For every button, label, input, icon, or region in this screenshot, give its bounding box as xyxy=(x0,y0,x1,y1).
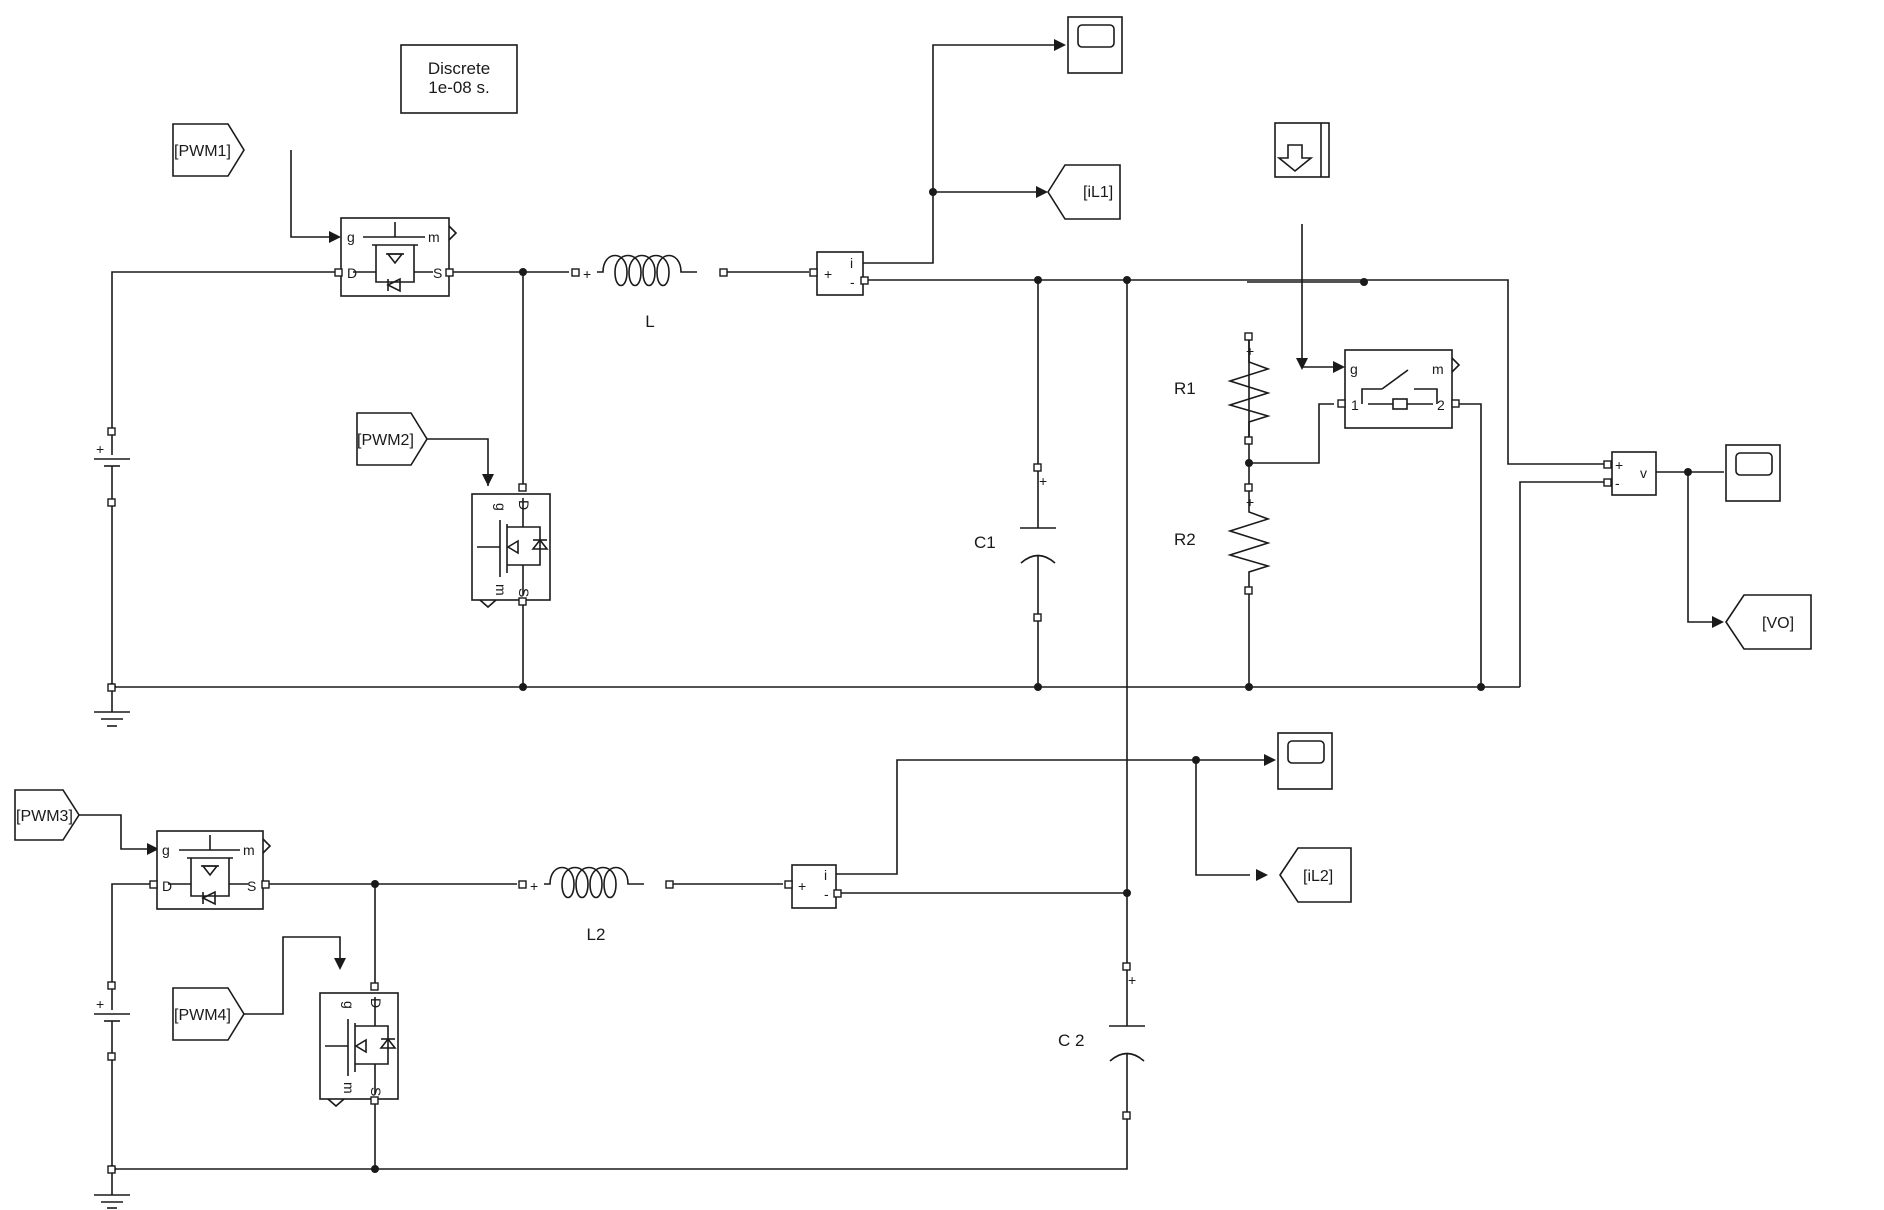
mosfet-1-source-port: S xyxy=(433,265,442,281)
goto-tag-vo[interactable]: [VO] xyxy=(1725,594,1812,650)
mosfet-3[interactable]: g m D S xyxy=(149,830,272,910)
inductor-L2-label: L2 xyxy=(587,925,606,944)
from-tag-pwm2-label: [PWM2] xyxy=(357,432,414,449)
mosfet-1-gate-port: g xyxy=(347,229,355,245)
voltage-meas-v: v xyxy=(1640,465,1647,481)
scope-il2[interactable] xyxy=(1277,732,1333,790)
mosfet-2-drain-port: D xyxy=(516,500,532,510)
solver-step-text: 1e-08 s. xyxy=(428,78,489,97)
step-source-block[interactable] xyxy=(1274,122,1330,178)
res-R2-plus: + xyxy=(1246,494,1254,510)
goto-tag-vo-label: [VO] xyxy=(1762,615,1794,632)
capacitor-C2[interactable]: + C 2 xyxy=(1058,962,1145,1120)
dc-source-1-plus: + xyxy=(96,441,104,457)
mosfet-3-source-port: S xyxy=(247,878,256,894)
wires xyxy=(79,44,1724,1185)
from-tag-pwm4[interactable]: [PWM4] xyxy=(172,987,245,1041)
voltage-meas-plus: + xyxy=(1615,457,1623,473)
mosfet-1-m-port: m xyxy=(428,229,440,245)
mosfet-2-m-port: m xyxy=(493,584,509,596)
from-tag-pwm1-label: [PWM1] xyxy=(174,143,231,160)
inductor-L-plus: + xyxy=(583,266,591,282)
dc-voltage-source-2[interactable]: + xyxy=(94,981,130,1061)
switch-port-1: 1 xyxy=(1351,397,1359,413)
from-tag-pwm3[interactable]: [PWM3] xyxy=(14,789,80,841)
wire-arrows xyxy=(147,39,1724,970)
dc-source-2-plus: + xyxy=(96,996,104,1012)
from-tag-pwm2[interactable]: [PWM2] xyxy=(356,412,428,466)
from-tag-pwm4-label: [PWM4] xyxy=(174,1007,231,1024)
voltage-measurement[interactable]: + - v xyxy=(1603,451,1657,496)
res-R1-plus: + xyxy=(1246,343,1254,359)
mosfet-4-drain-port: D xyxy=(368,998,384,1008)
current-meas-1-plus: + xyxy=(824,266,832,282)
mosfet-4[interactable]: g D m S xyxy=(319,982,399,1108)
junction-dots xyxy=(108,188,1692,1173)
scope-il1[interactable] xyxy=(1067,16,1123,74)
ground-2 xyxy=(94,1165,130,1209)
inductor-L2-plus: + xyxy=(530,878,538,894)
mosfet-2-gate-port: g xyxy=(493,503,509,511)
mosfet-2-source-port: S xyxy=(516,588,532,597)
mosfet-1[interactable]: g m D S xyxy=(334,217,458,297)
solver-type-text: Discrete xyxy=(428,59,490,78)
capacitor-C1-label: C1 xyxy=(974,533,996,552)
cap-C2-plus: + xyxy=(1128,972,1136,988)
from-tag-pwm1[interactable]: [PWM1] xyxy=(172,123,245,177)
resistor-R1[interactable]: + R1 xyxy=(1174,332,1271,445)
capacitor-C2-label: C 2 xyxy=(1058,1031,1084,1050)
resistor-R2-label: R2 xyxy=(1174,530,1196,549)
mosfet-4-gate-port: g xyxy=(341,1001,357,1009)
current-meas-2-plus: + xyxy=(798,878,806,894)
mosfet-3-m-port: m xyxy=(243,842,255,858)
inductor-L[interactable]: + L xyxy=(571,254,728,332)
cap-C1-plus: + xyxy=(1039,473,1047,489)
mosfet-3-gate-port: g xyxy=(162,842,170,858)
switch-m-port: m xyxy=(1432,361,1444,377)
powergui-solver-block[interactable]: Discrete 1e-08 s. xyxy=(400,44,518,114)
ideal-switch[interactable]: g m 1 2 xyxy=(1337,349,1461,429)
switch-gate-port: g xyxy=(1350,361,1358,377)
scope-vo[interactable] xyxy=(1725,444,1781,502)
dc-voltage-source-1[interactable]: + xyxy=(94,427,130,507)
from-tag-pwm3-label: [PWM3] xyxy=(16,808,73,825)
ground-1 xyxy=(94,683,130,727)
resistor-R2[interactable]: + R2 xyxy=(1174,483,1271,595)
mosfet-2[interactable]: g D m S xyxy=(471,483,551,609)
current-meas-2-i: i xyxy=(824,867,827,883)
goto-tag-il2-label: [iL2] xyxy=(1303,868,1333,885)
switch-port-2: 2 xyxy=(1437,397,1445,413)
current-measurement-1[interactable]: + i - xyxy=(809,251,869,296)
mosfet-1-drain-port: D xyxy=(347,265,357,281)
voltage-meas-minus: - xyxy=(1615,475,1620,491)
resistor-R1-label: R1 xyxy=(1174,379,1196,398)
capacitor-C1[interactable]: + C1 xyxy=(974,463,1056,622)
mosfet-4-source-port: S xyxy=(368,1087,384,1096)
current-meas-1-i: i xyxy=(850,255,853,271)
inductor-L-label: L xyxy=(645,312,654,331)
goto-tag-il1[interactable]: [iL1] xyxy=(1047,164,1121,220)
current-meas-1-minus: - xyxy=(850,274,855,290)
down-arrow-icon xyxy=(1276,144,1314,173)
goto-tag-il2[interactable]: [iL2] xyxy=(1279,847,1352,903)
mosfet-4-m-port: m xyxy=(341,1082,357,1094)
goto-tag-il1-label: [iL1] xyxy=(1083,184,1113,201)
inductor-L2[interactable]: + L2 xyxy=(518,866,674,945)
current-measurement-2[interactable]: + i - xyxy=(784,864,842,909)
current-meas-2-minus: - xyxy=(824,886,829,902)
mosfet-3-drain-port: D xyxy=(162,878,172,894)
